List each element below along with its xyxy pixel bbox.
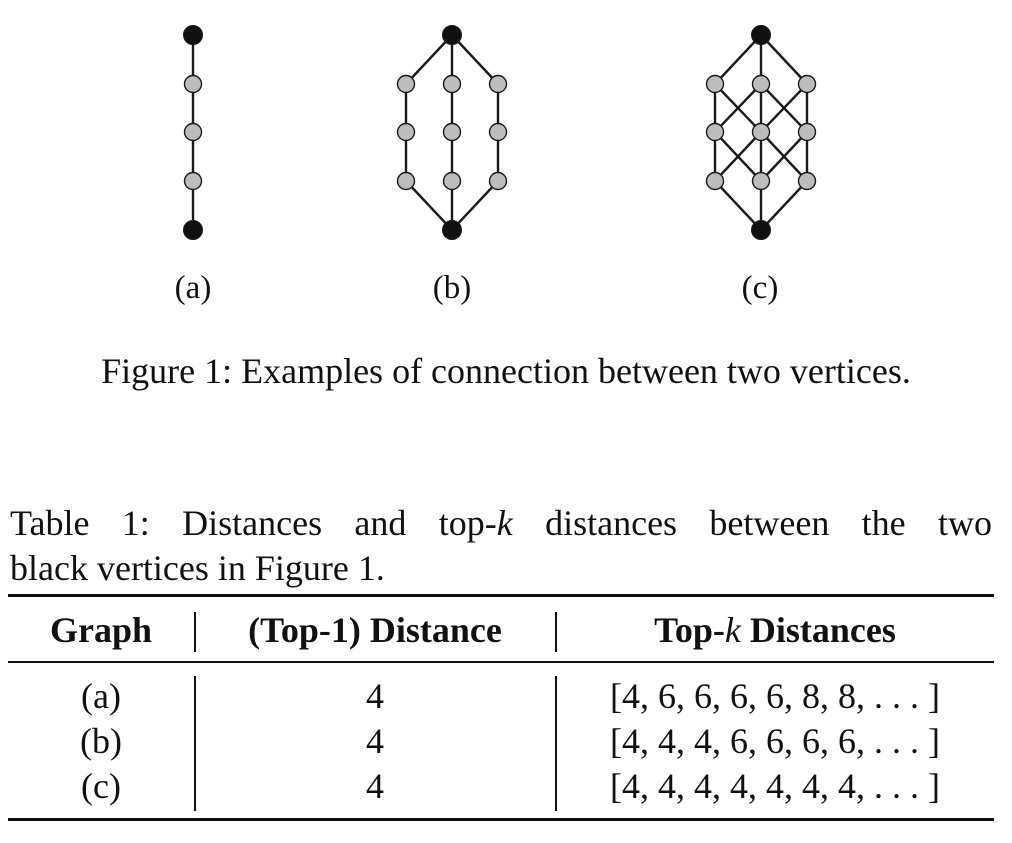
table-caption-suffix: distances between the two: [545, 503, 993, 543]
graph-b-black-vertex: [442, 220, 462, 240]
row-c-distance: 4: [366, 766, 384, 806]
row-a-distance: 4: [366, 676, 384, 716]
graph-c-gray-vertex: [797, 171, 817, 191]
table-caption-line-1: Table 1: Distances and top-k distances b…: [10, 501, 992, 546]
graph-b-edge: [451, 180, 499, 231]
graph-c-edge: [760, 180, 808, 231]
header-topk: Top-k Distances: [654, 612, 896, 648]
graph-c-gray-vertex: [751, 74, 771, 94]
header-separator-1: [194, 612, 196, 652]
graph-c-black-vertex: [751, 220, 771, 240]
graph-a-black-vertex: [183, 25, 203, 45]
graph-b-gray-vertex: [442, 122, 462, 142]
header-topk-k: k: [724, 610, 741, 650]
graph-b-gray-vertex: [488, 122, 508, 142]
graph-b-gray-vertex: [488, 171, 508, 191]
graph-c-edge: [714, 180, 762, 231]
graph-c-edge: [714, 83, 762, 133]
subfigure-label-c: (c): [741, 270, 779, 306]
graph-c-gray-vertex: [751, 122, 771, 142]
row-b-distance: 4: [366, 721, 384, 761]
header-distance: (Top-1) Distance: [248, 610, 502, 650]
row-a-topk: [4, 6, 6, 6, 6, 8, 8, . . . ]: [610, 676, 940, 716]
table-caption-k: k: [496, 503, 513, 543]
figure-1-graphs: [183, 25, 817, 240]
graph-a-black-vertex: [183, 220, 203, 240]
graph-c-edge: [760, 83, 808, 133]
graph-c-gray-vertex: [797, 74, 817, 94]
graph-b-gray-vertex: [442, 74, 462, 94]
graph-a-gray-vertex: [183, 122, 203, 142]
row-c-graph: (c): [81, 766, 121, 806]
subfigure-label-a: (a): [174, 270, 212, 306]
header-graph: Graph: [49, 610, 153, 650]
row-c-topk: [4, 4, 4, 4, 4, 4, 4, . . . ]: [610, 766, 940, 806]
graph-c-gray-vertex: [705, 171, 725, 191]
row-b-topk: [4, 4, 4, 6, 6, 6, 6, . . . ]: [610, 721, 940, 761]
graph-c-edge: [760, 34, 808, 85]
graph-b-edge: [405, 180, 453, 231]
header-separator-2: [555, 612, 557, 652]
header-topk-suffix: Distances: [740, 610, 896, 650]
row-b-graph: (b): [80, 721, 122, 761]
row-a-graph: (a): [81, 676, 121, 716]
graph-c-gray-vertex: [705, 122, 725, 142]
graph-b-black-vertex: [442, 25, 462, 45]
graph-b-gray-vertex: [488, 74, 508, 94]
table-caption-prefix: Table 1: Distances and top-: [10, 503, 497, 543]
graph-b-gray-vertex: [396, 171, 416, 191]
graph-c-edge: [760, 131, 808, 182]
graph-b-gray-vertex: [396, 74, 416, 94]
graph-a-gray-vertex: [183, 74, 203, 94]
graph-c-edge: [714, 131, 762, 182]
subfigure-label-b: (b): [432, 270, 472, 306]
table-caption: Table 1: Distances and top-k distances b…: [10, 501, 992, 591]
table-mid-rule: [8, 661, 994, 663]
graph-c-black-vertex: [751, 25, 771, 45]
graph-b-edge: [405, 34, 453, 85]
figure-caption: Figure 1: Examples of connection between…: [101, 351, 911, 391]
graph-b-gray-vertex: [396, 122, 416, 142]
graph-vertices: [183, 25, 817, 240]
header-topk-prefix: Top-: [654, 610, 725, 650]
graph-a-gray-vertex: [183, 171, 203, 191]
graph-b-edge: [451, 34, 499, 85]
table-bottom-rule: [8, 818, 994, 821]
graph-c-edge: [714, 34, 762, 85]
graph-c-gray-vertex: [751, 171, 771, 191]
graph-c-gray-vertex: [797, 122, 817, 142]
table-top-rule: [8, 594, 994, 597]
graph-c-gray-vertex: [705, 74, 725, 94]
table-caption-line-2: black vertices in Figure 1.: [10, 548, 385, 588]
body-separator-2: [555, 676, 557, 811]
body-separator-1: [194, 676, 196, 811]
graph-b-gray-vertex: [442, 171, 462, 191]
